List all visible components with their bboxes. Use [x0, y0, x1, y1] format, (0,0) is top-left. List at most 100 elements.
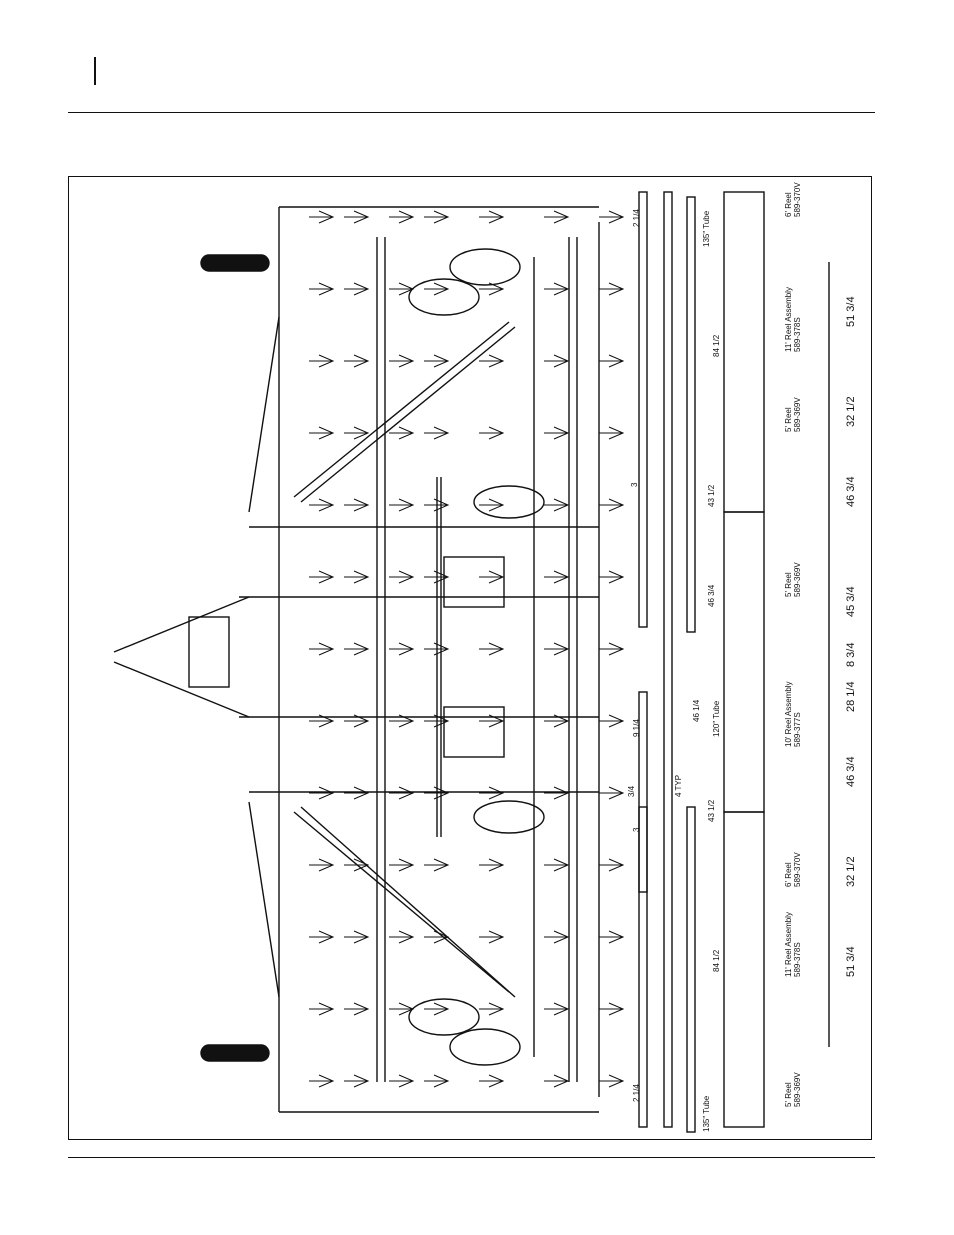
header-rule	[68, 112, 875, 113]
tine-shank	[389, 642, 415, 656]
reel-part-number: 589-378S	[793, 942, 802, 977]
tine-shank	[544, 1002, 570, 1016]
tine-shank	[344, 354, 370, 368]
reel-part-number: 589-377S	[793, 712, 802, 747]
tine-shank	[599, 714, 625, 728]
tine-shank	[344, 786, 370, 800]
tine-shank	[424, 714, 450, 728]
tine-shank	[424, 786, 450, 800]
tine-shank	[389, 282, 415, 296]
spacing-dimension: 51 3/4	[845, 946, 857, 977]
inner-dimension: 3	[630, 482, 639, 487]
tine-shank	[344, 210, 370, 224]
inner-dimension: 43 1/2	[707, 484, 716, 507]
tine-shank	[309, 282, 335, 296]
inner-dimension: 2 1/4	[632, 209, 641, 227]
page-margin-marker	[94, 57, 96, 85]
tine-shank	[544, 426, 570, 440]
reel-label: 11' Reel Assembly	[784, 912, 793, 977]
tine-shank	[599, 210, 625, 224]
footer-rule	[68, 1157, 875, 1158]
reel-label: 5' Reel	[784, 407, 793, 432]
inner-dimension: 46 3/4	[707, 584, 716, 607]
tine-shank	[344, 1074, 370, 1088]
spacing-dimension: 28 1/4	[845, 681, 857, 712]
tine-shank	[309, 498, 335, 512]
tine-shank	[424, 930, 450, 944]
tine-shank	[309, 1002, 335, 1016]
spacing-dimension: 32 1/2	[845, 396, 857, 427]
inner-dimension: 2 1/4	[632, 1084, 641, 1102]
tine-shank	[344, 498, 370, 512]
reel-label: 5' Reel	[784, 1082, 793, 1107]
tine-shank	[479, 570, 505, 584]
tine-shank	[479, 930, 505, 944]
spacing-dimension: 46 3/4	[845, 476, 857, 507]
tine-shank	[599, 354, 625, 368]
tine-shank	[424, 210, 450, 224]
spacing-dimension: 32 1/2	[845, 856, 857, 887]
tube-label: 120" Tube	[712, 700, 721, 737]
tine-shank	[424, 570, 450, 584]
tine-shank	[389, 786, 415, 800]
tine-shank	[544, 858, 570, 872]
inner-dimension: 4 TYP	[674, 775, 683, 797]
inner-dimension: 84 1/2	[712, 334, 721, 357]
spacing-dimension: 8 3/4	[845, 643, 857, 667]
tine-shank	[479, 714, 505, 728]
reel-label: 6' Reel	[784, 862, 793, 887]
tine-shank	[389, 570, 415, 584]
reel-part-number: 589-369V	[793, 562, 802, 597]
tine-shank	[599, 426, 625, 440]
tine-shank	[544, 282, 570, 296]
reel-part-number: 589-369V	[793, 397, 802, 432]
tine-shank	[599, 498, 625, 512]
reel-part-number: 589-370V	[793, 852, 802, 887]
tine-shank	[479, 1002, 505, 1016]
tine-shank	[389, 714, 415, 728]
tine-shank	[309, 714, 335, 728]
tine-shank	[479, 498, 505, 512]
tine-shank	[544, 642, 570, 656]
tine-shank	[479, 642, 505, 656]
tine-shank	[544, 210, 570, 224]
reel-label: 10' Reel Assembly	[784, 681, 793, 747]
tine-shank	[599, 786, 625, 800]
tine-shank	[389, 858, 415, 872]
tine-shank	[544, 354, 570, 368]
tine-shank	[544, 930, 570, 944]
tine-shank	[309, 786, 335, 800]
tine-shank	[599, 642, 625, 656]
tine-shank	[344, 570, 370, 584]
tine-shank	[344, 282, 370, 296]
spacing-dimension: 45 3/4	[845, 586, 857, 617]
tine-shank	[389, 210, 415, 224]
tine-shank	[424, 1074, 450, 1088]
reel-label: 11' Reel Assembly	[784, 287, 793, 352]
tine-shank	[309, 642, 335, 656]
inner-dimension: 46 1/4	[692, 699, 701, 722]
tine-shank	[479, 210, 505, 224]
tine-shank	[309, 210, 335, 224]
tine-shank	[599, 1074, 625, 1088]
tine-shank	[599, 930, 625, 944]
tine-shank	[309, 354, 335, 368]
tine-shank	[309, 1074, 335, 1088]
tine-shank	[424, 282, 450, 296]
tine-shank	[479, 354, 505, 368]
reel-part-number: 589-378S	[793, 317, 802, 352]
tine-shank	[344, 1002, 370, 1016]
tine-shank	[424, 1002, 450, 1016]
reel-part-number: 589-370V	[793, 182, 802, 217]
tine-shank	[309, 930, 335, 944]
tine-shank	[544, 498, 570, 512]
inner-dimension: 43 1/2	[707, 799, 716, 822]
tine-shank	[389, 426, 415, 440]
tine-shank	[344, 714, 370, 728]
figure-frame: 51 3/4 32 1/2 46 3/4 45 3/4 8 3/4 28 1/4 46 3/…	[68, 176, 872, 1140]
tine-shank	[424, 858, 450, 872]
tine-shank	[479, 1074, 505, 1088]
tine-shank	[309, 858, 335, 872]
tine-shank	[389, 1074, 415, 1088]
tube-label: 135" Tube	[702, 1095, 711, 1132]
